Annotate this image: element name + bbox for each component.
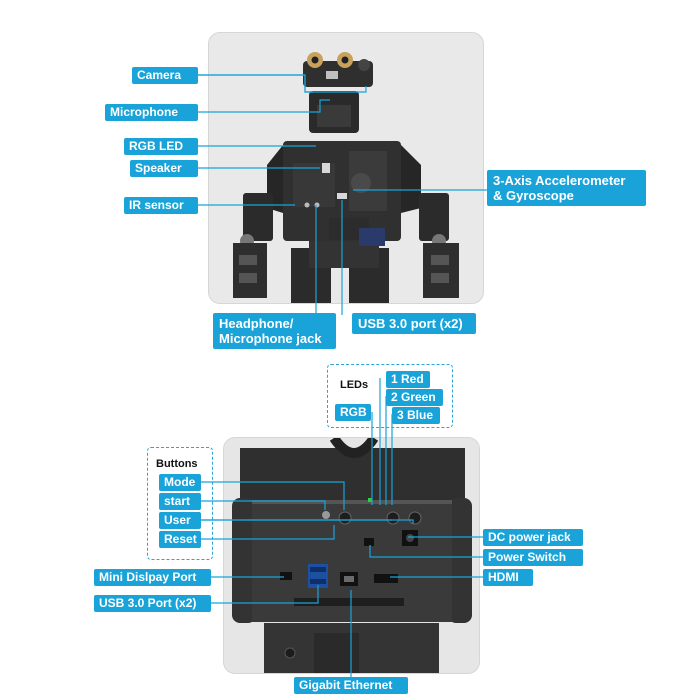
usb-bottom-label: USB 3.0 Port (x2) <box>94 595 211 612</box>
accelerometer-line2: & Gyroscope <box>493 188 574 203</box>
user-button-label: User <box>159 512 201 529</box>
headphone-mic-jack-label: Headphone/ Microphone jack <box>213 313 336 349</box>
microphone-label: Microphone <box>105 104 198 121</box>
humanoid-robot-illustration <box>233 52 459 303</box>
ir-sensor-label: IR sensor <box>124 197 198 214</box>
power-switch-label: Power Switch <box>483 549 583 566</box>
speaker-label: Speaker <box>130 160 198 177</box>
camera-label: Camera <box>132 67 198 84</box>
mini-displayport-label: Mini Dislpay Port <box>94 569 211 586</box>
buttons-group-box <box>147 447 213 560</box>
accelerometer-gyroscope-label: 3-Axis Accelerometer & Gyroscope <box>487 170 646 206</box>
dc-power-jack-label: DC power jack <box>483 529 583 546</box>
reset-button-label: Reset <box>159 531 201 548</box>
leds-group-box <box>327 364 453 428</box>
leds-heading: LEDs <box>340 379 369 391</box>
led-red-label: 1 Red <box>386 371 430 388</box>
start-button-label: start <box>159 493 201 510</box>
accelerometer-line1: 3-Axis Accelerometer <box>493 173 626 188</box>
robot-photo-panel <box>208 32 484 304</box>
rgb-led-indicator-label: RGB <box>335 404 371 421</box>
buttons-heading: Buttons <box>156 458 198 470</box>
headphone-line2: Microphone jack <box>219 331 322 346</box>
hdmi-label: HDMI <box>483 569 533 586</box>
rgb-led-label: RGB LED <box>124 138 198 155</box>
gigabit-ethernet-label: Gigabit Ethernet <box>294 677 408 694</box>
headphone-line1: Headphone/ <box>219 316 294 331</box>
mode-button-label: Mode <box>159 474 201 491</box>
led-blue-label: 3 Blue <box>392 407 440 424</box>
usb-top-label: USB 3.0 port (x2) <box>352 313 476 334</box>
led-green-label: 2 Green <box>386 389 443 406</box>
